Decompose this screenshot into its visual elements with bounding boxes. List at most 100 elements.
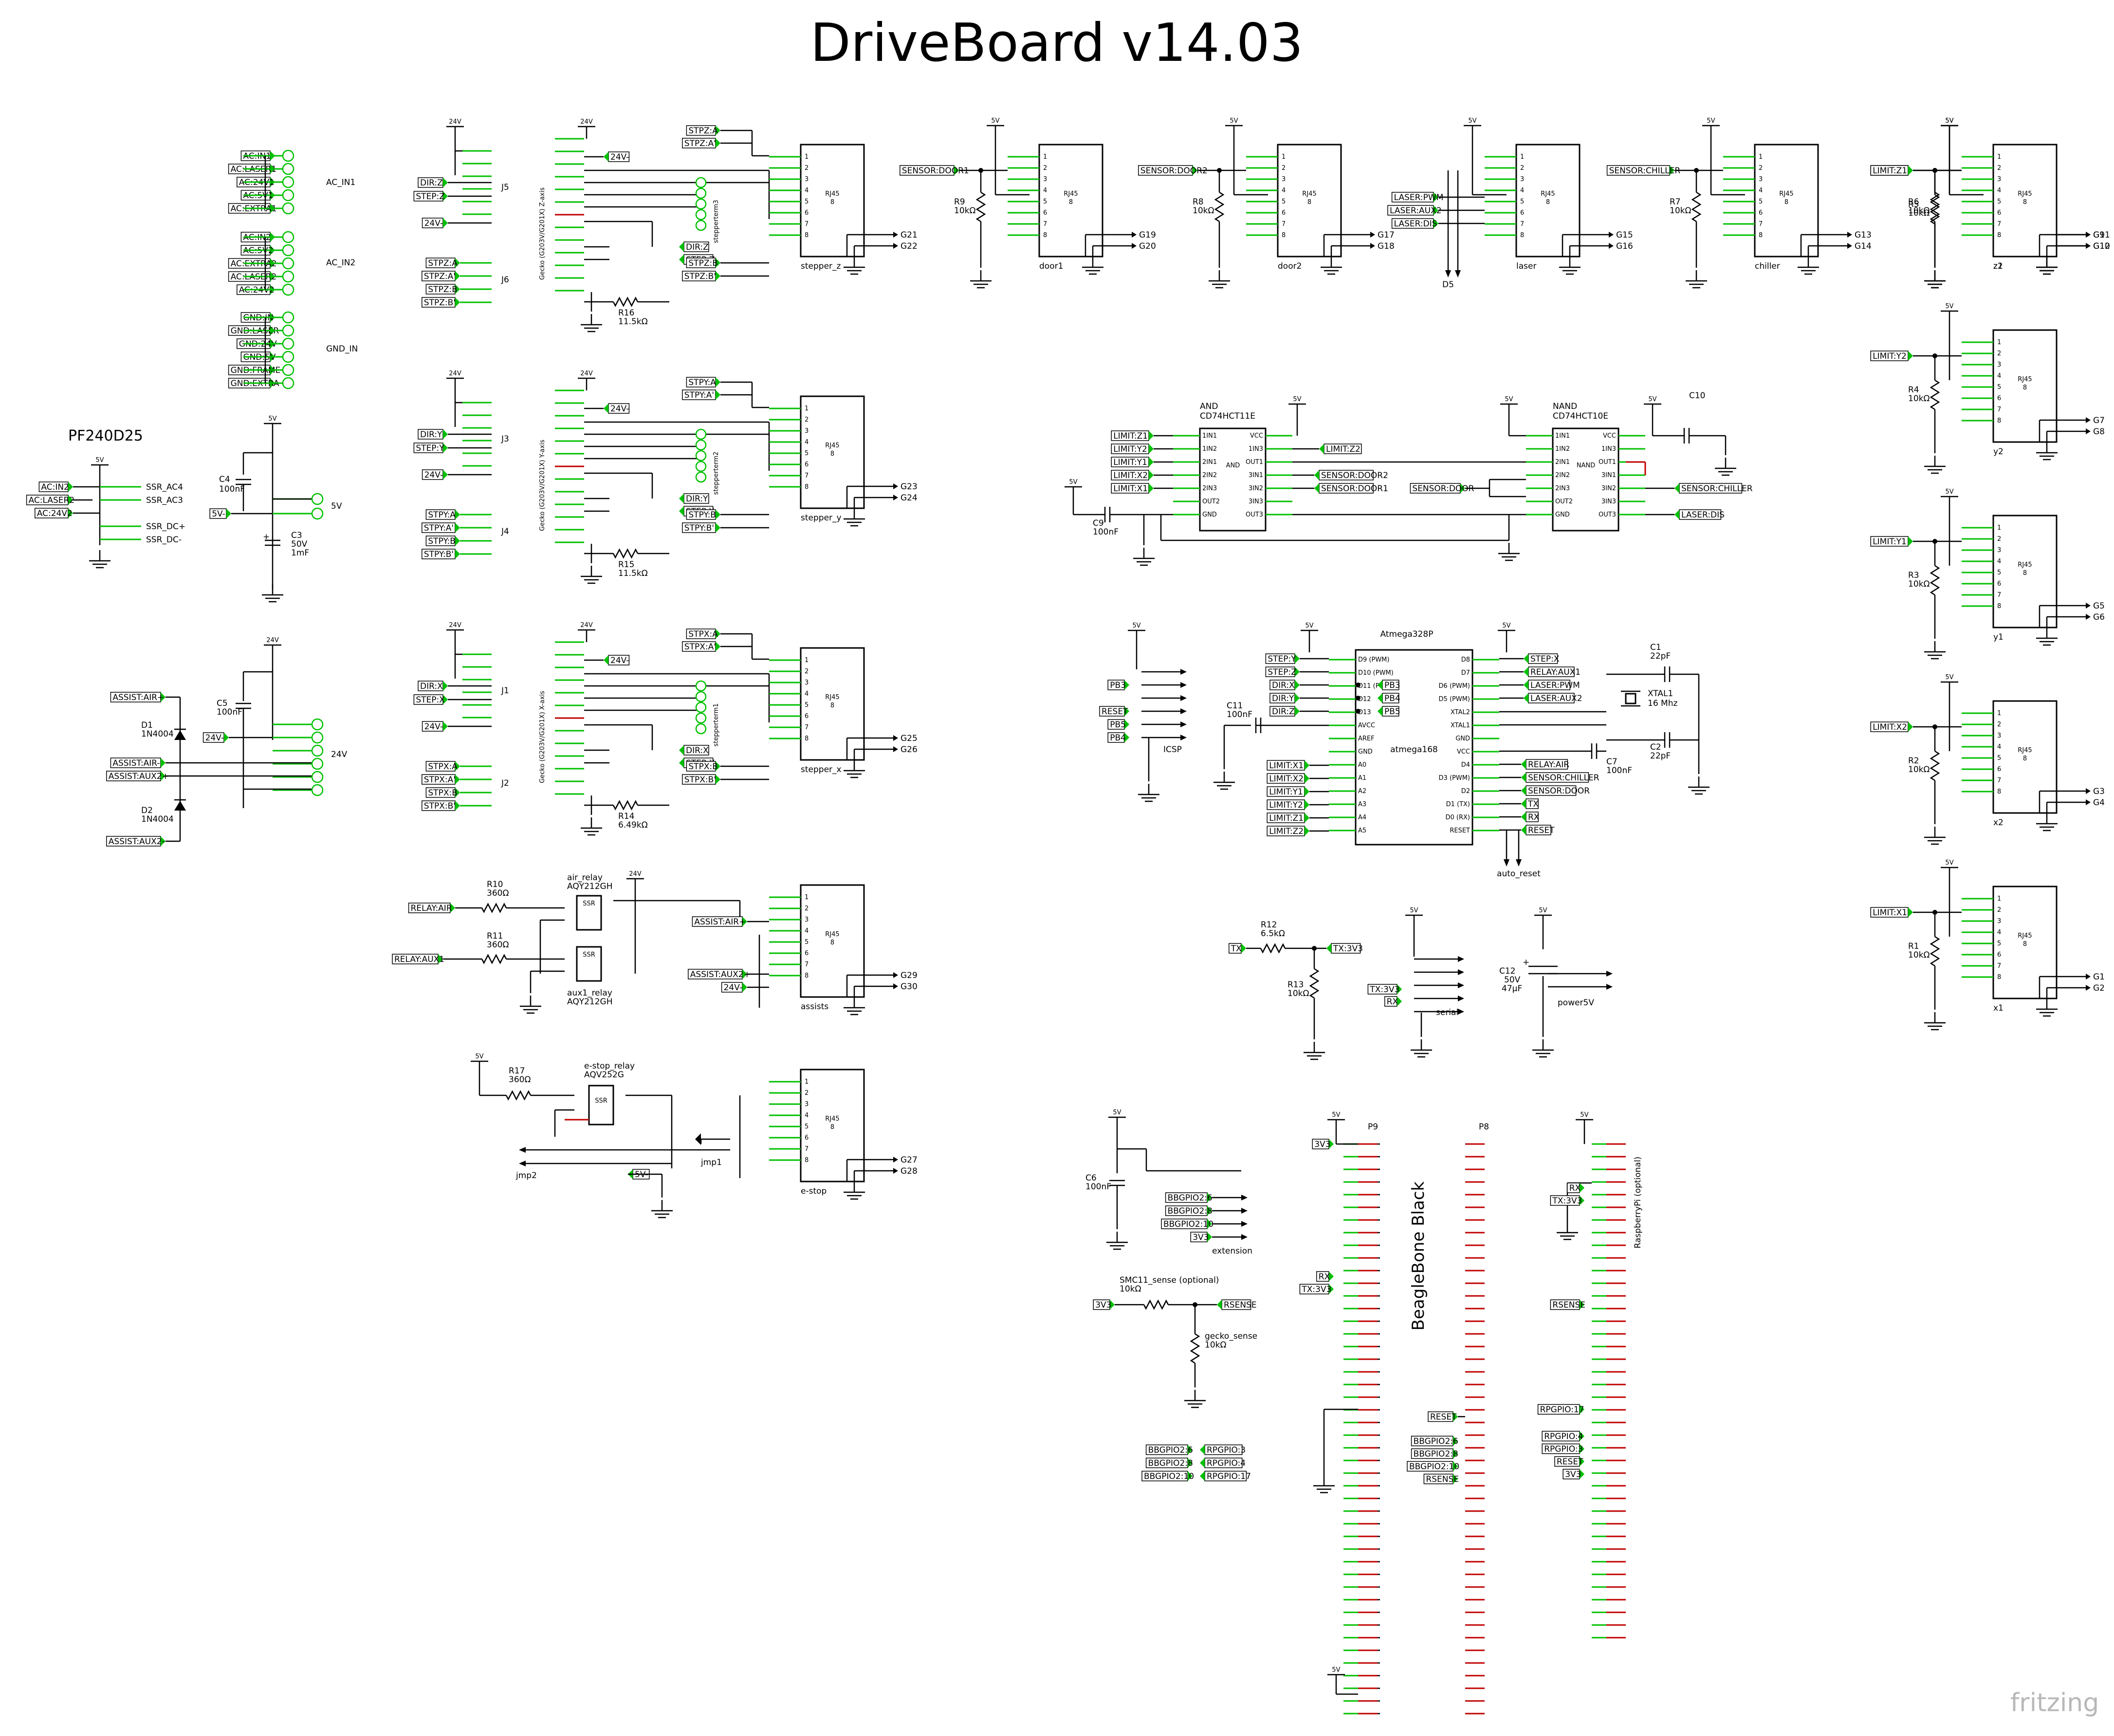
net-label-text: STPZ:A [688,126,718,136]
net-label-text: LIMIT:Y2 [1873,351,1907,361]
supply-label: 5V [268,415,276,423]
supply-label: 5V [1648,396,1656,403]
limit-res-value: 10kΩ [1908,208,1930,218]
supply-label: 5V [1113,1109,1121,1116]
net-label-text: RPGPIO:4 [1207,1459,1246,1468]
g-arrow [1370,243,1375,249]
net-label-text: LIMIT:Z1 [1269,813,1304,823]
rj45-name: door1 [1039,261,1063,271]
screw-terminal [311,493,324,505]
rj45-pin-number: 8 [1520,232,1524,239]
rj45-pin-number: 5 [805,702,809,709]
rj45-pin-number: 4 [805,927,809,935]
rj45-pin-number: 1 [1997,895,2001,903]
g-label: G28 [901,1166,918,1176]
g-label: G24 [901,493,918,503]
net-label-arrow [455,788,460,797]
rj45-name: x1 [1993,1003,2004,1013]
rj45-pin-number: 7 [1997,591,2001,599]
net-label-text: PB5 [1110,720,1126,730]
limit-res-name: R2 [1908,756,1919,766]
supply-label: 5V [1945,303,1953,310]
net-label-text: 24V- [724,983,742,993]
net-label-text: SENSOR:CHILLER [1528,773,1599,783]
and-left-pin: 1IN1 [1202,432,1217,440]
net-label-text: STPX:A' [424,775,456,785]
g-label: G22 [901,241,918,251]
net-label-arrow [1524,693,1528,703]
rj45-pin-number: 3 [805,427,809,435]
aux1-relay-part: AQY212GH [567,997,613,1007]
rj45-connector [1277,144,1342,258]
net-label-text: BBGPIO2:10 [1409,1462,1459,1472]
rj45-pin-number: 7 [1997,962,2001,970]
mcu-right-pin: D3 (PWM) [1439,775,1470,782]
g-arrow [2086,799,2091,805]
net-label-arrow [1329,1139,1334,1149]
rj45-pin-number: 5 [1520,198,1524,205]
supply-label: 5V [1945,674,1953,681]
r10-label: R10 [487,880,503,889]
and-right-pin: 3IN1 [1249,472,1263,479]
and-right-pin: VCC [1250,432,1263,440]
g-label: G6 [2093,612,2105,622]
net-label-text: STPZ:B [688,259,717,268]
rj45-label: RJ45 [1302,190,1316,198]
rj45-pin-number: 6 [1043,209,1047,217]
net-label-text: RPGPIO:4 [1544,1432,1583,1441]
net-label-text: RPGPIO:17 [1540,1405,1584,1415]
g-arrow [893,1168,898,1174]
net-label-arrow [1217,1300,1222,1310]
rj45-pin-number: 2 [1043,165,1047,172]
sensor-res-name: R7 [1670,197,1681,207]
net-label-arrow [1149,483,1154,493]
mcu-right-pin: XTAL2 [1451,709,1470,716]
g-label: G1 [2093,972,2105,982]
page-title: DriveBoard v14.03 [810,13,1304,74]
rj45-pin-number: 3 [805,916,809,923]
mcu-left-pin: D9 (PWM) [1358,656,1389,664]
net-label-text: RPGPIO:3 [1207,1445,1246,1455]
limit-res-value: 10kΩ [1908,394,1930,404]
nand-part: CD74HCT10E [1553,411,1608,421]
rj45-connector [1992,700,2058,814]
supply-label: 24V [629,870,642,878]
serial-arrow [1458,996,1464,1001]
ac-in1-name: AC_IN1 [326,178,355,187]
supply-label: 24V [266,637,279,644]
rj45-pin-number: 3 [1997,547,2001,554]
net-label-text: LIMIT:Z2 [1269,827,1304,836]
reset-arrow [1516,859,1522,867]
net-label-arrow [1453,1449,1458,1459]
limit-res-value: 10kΩ [1908,579,1930,589]
c3-plus: + [263,532,270,542]
supply-label: 5V [1230,117,1238,125]
supply-label: 24V [580,622,593,629]
limit-res-value: 10kΩ [1908,950,1930,960]
resistor-zigzag [1260,943,1286,954]
net-label-text: BBGPIO2:10 [1163,1219,1213,1229]
mcu-left-pin: A3 [1358,801,1366,808]
net-label-text: TX:3V3 [1552,1196,1582,1206]
net-label-arrow [1200,1445,1205,1455]
net-label-text: 3V3 [1095,1300,1111,1310]
net-label-text: RX [1569,1183,1581,1193]
rj45-sub: 8 [2023,570,2027,577]
jbot-name: J6 [501,275,509,285]
stepperterm-hole [695,177,707,188]
5v-out-label: 5V [331,501,342,511]
mcu-left-pin: D13 [1358,709,1371,716]
net-label-text: 24V- [424,470,443,480]
net-label-text: STPX:B' [684,775,716,785]
stepperterm-label: stepperterm1 [713,703,720,747]
rj45-pin-number: 7 [1997,406,2001,413]
net-label-arrow [443,191,448,201]
net-label-text: SENSOR:CHILLER [1609,166,1681,176]
mcu-right-pin: D6 (PWM) [1439,683,1470,690]
nand-left-pin: 1IN2 [1555,445,1570,453]
resistor-zigzag [612,296,639,307]
supply-label: 5V [1945,117,1953,125]
sensor-res-name: R9 [954,197,965,207]
and-left-pin: 1IN2 [1202,445,1217,453]
net-label-text: 24V- [205,733,224,743]
